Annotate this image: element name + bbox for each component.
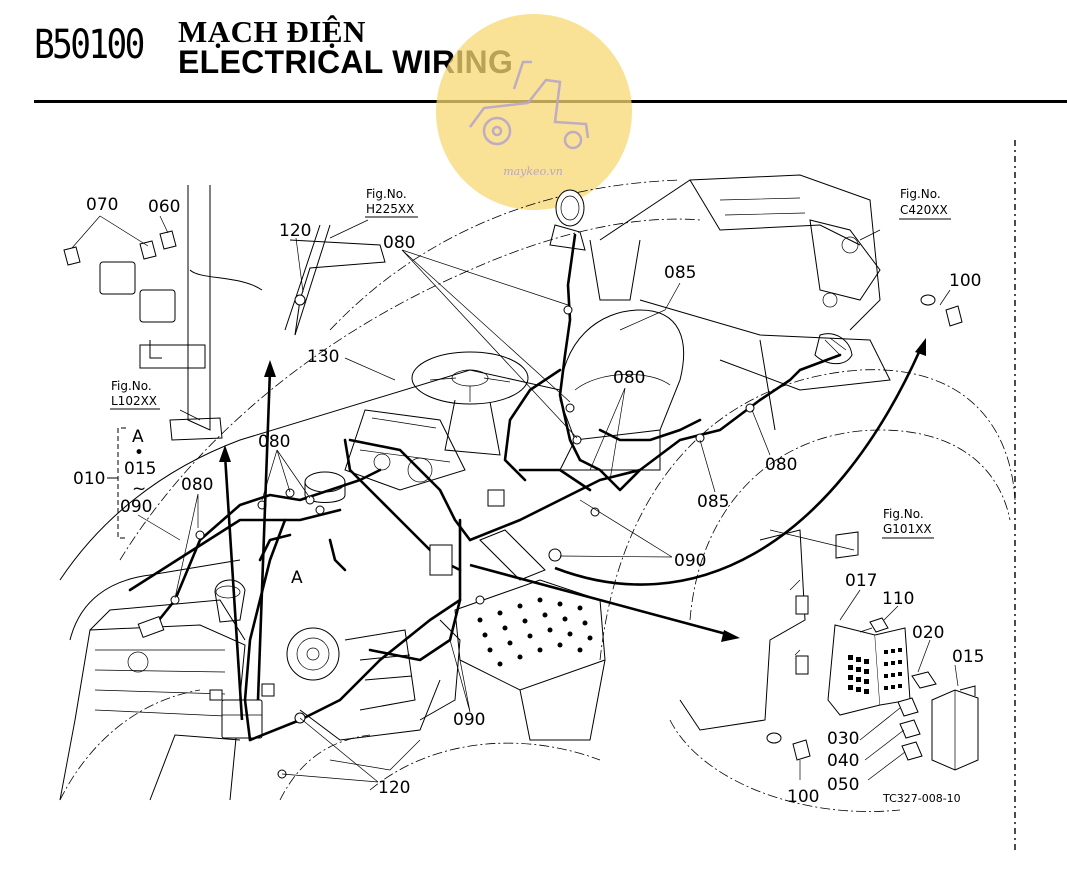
bracket-bottom: 090 (120, 497, 152, 517)
relay-bracket (63, 185, 263, 441)
callout-labels: 070 060 120 080 085 100 130 080 080 085 … (86, 195, 984, 807)
bracket-top: A (132, 427, 144, 447)
bracket-middle: 015 (124, 459, 156, 479)
wire-harness (128, 233, 842, 742)
callout-020: 020 (912, 623, 944, 643)
group-bracket (107, 427, 181, 541)
fig-l102-prefix: Fig.No. (111, 379, 152, 393)
callout-100-bottom: 100 (787, 787, 819, 807)
leader-lines (71, 215, 959, 783)
floor-plate (454, 579, 606, 741)
callout-120-bottom: 120 (378, 778, 410, 798)
rear-frame (589, 174, 891, 431)
marker-a: A (291, 568, 303, 588)
fuse-cover (931, 685, 979, 771)
seat (559, 309, 685, 471)
engine-block (286, 619, 461, 771)
air-cleaner (214, 579, 246, 623)
callout-060: 060 (148, 197, 180, 217)
callout-090-bottom: 090 (453, 710, 485, 730)
direction-arrows (219, 338, 926, 721)
fig-g101-prefix: Fig.No. (883, 507, 924, 521)
callout-090-mid: 090 (674, 551, 706, 571)
tractor-outline (59, 179, 1016, 812)
callout-130: 130 (307, 347, 339, 367)
bracket-lead: 010 (73, 469, 105, 489)
bolt-100-right (920, 294, 963, 327)
callout-050: 050 (827, 775, 859, 795)
fig-c420-ref: C420XX (900, 203, 948, 217)
fig-ref-underlines (110, 216, 951, 539)
fig-h225-ref: H225XX (366, 202, 414, 216)
group-bracket-labels: A • 015 ~ 090 010 (73, 427, 156, 517)
drawing-code: TC327-008-10 (882, 792, 961, 805)
bolt-110 (859, 617, 889, 633)
watermark-text: maykeo.vn (503, 165, 563, 178)
fig-refs: Fig.No. H225XX Fig.No. C420XX Fig.No. L1… (111, 187, 948, 536)
callout-070: 070 (86, 195, 118, 215)
callout-110: 110 (882, 589, 914, 609)
callout-080-center: 080 (181, 475, 213, 495)
fig-g101-ref: G101XX (883, 522, 932, 536)
callout-015: 015 (952, 647, 984, 667)
fuse-spares (897, 671, 937, 761)
section-code: B50100 (34, 22, 145, 68)
callout-017: 017 (845, 571, 877, 591)
work-light (549, 189, 586, 251)
bracket-dot: • (134, 443, 144, 463)
callout-100-right: 100 (949, 271, 981, 291)
fig-h225-prefix: Fig.No. (366, 187, 407, 201)
harness-connectors (137, 305, 755, 779)
callout-085-mid: 085 (697, 492, 729, 512)
callout-080-mid: 080 (613, 368, 645, 388)
fig-c420-prefix: Fig.No. (900, 187, 941, 201)
fuse-box (827, 624, 911, 716)
title-vietnamese: MẠCH ĐIỆN (178, 14, 366, 49)
callout-030: 030 (827, 729, 859, 749)
bolt-100-bottom (766, 732, 811, 761)
callout-085-top: 085 (664, 263, 696, 283)
callout-080-right: 080 (765, 455, 797, 475)
steering-wheel (411, 351, 529, 456)
bracket-tilde: ~ (132, 479, 146, 499)
callout-120-top: 120 (279, 221, 311, 241)
wire-clamp-top (284, 224, 386, 336)
callout-040: 040 (827, 751, 859, 771)
callout-080-left: 080 (258, 432, 290, 452)
bracket-plate (679, 529, 859, 731)
fig-l102-ref: L102XX (111, 394, 157, 408)
callout-080-top: 080 (383, 233, 415, 253)
watermark-logo: maykeo.vn (436, 14, 632, 210)
